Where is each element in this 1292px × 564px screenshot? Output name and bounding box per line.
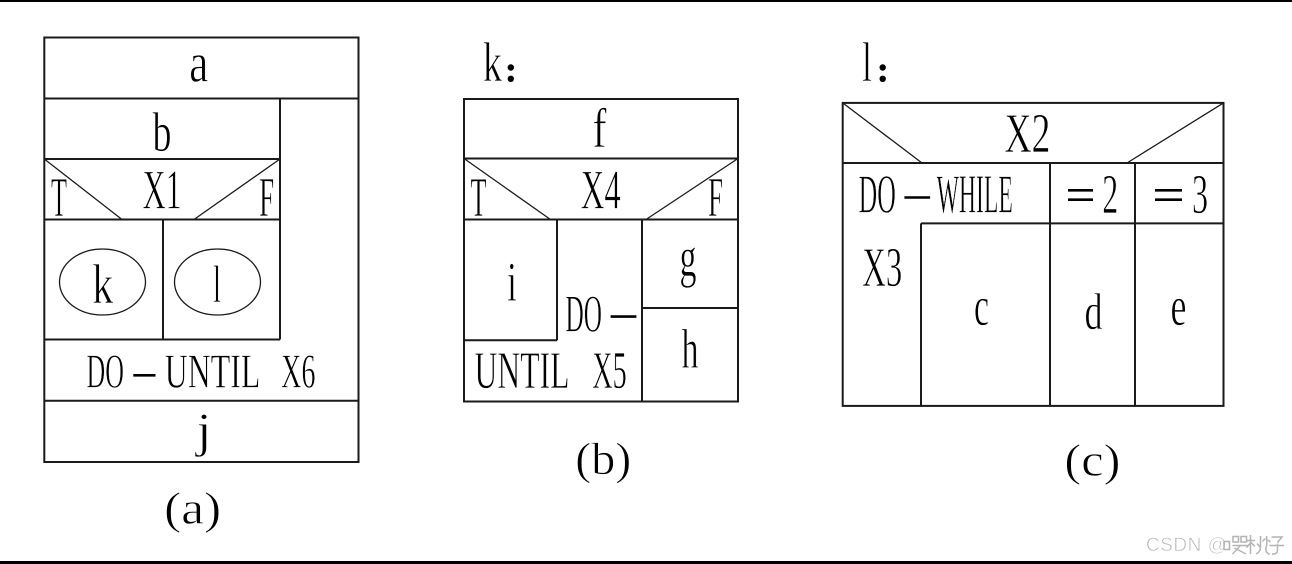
svg-text:X3: X3 (862, 237, 902, 299)
svg-text:i: i (507, 252, 517, 314)
svg-text:WHILE: WHILE (937, 164, 1013, 225)
svg-text:j: j (194, 403, 211, 458)
svg-text:DO: DO (566, 286, 603, 344)
svg-text:UNTIL: UNTIL (165, 344, 260, 399)
svg-text:X6: X6 (281, 344, 316, 399)
svg-text:DO: DO (859, 164, 896, 225)
svg-text:2: 2 (1102, 164, 1118, 226)
svg-text:c: c (974, 276, 989, 338)
svg-text:T: T (471, 167, 487, 229)
svg-text:d: d (1085, 284, 1103, 341)
svg-text:(a): (a) (164, 483, 221, 534)
svg-text:X1: X1 (143, 160, 182, 222)
svg-text:UNTIL: UNTIL (475, 342, 570, 400)
svg-text:T: T (51, 167, 67, 229)
svg-text:X5: X5 (592, 342, 627, 400)
svg-text:3: 3 (1192, 164, 1208, 226)
svg-text:(b): (b) (575, 433, 631, 484)
svg-text:k: k (92, 254, 113, 316)
svg-text:a: a (189, 32, 208, 94)
svg-text:CSDN @: CSDN @ (1146, 535, 1227, 556)
svg-text:h: h (682, 319, 699, 381)
svg-text:f: f (593, 98, 607, 160)
svg-text:X4: X4 (581, 160, 621, 222)
svg-text:F: F (259, 167, 274, 229)
svg-text:F: F (708, 167, 723, 229)
svg-text:l: l (213, 256, 221, 314)
svg-text:e: e (1171, 276, 1187, 338)
svg-text:(c): (c) (1064, 435, 1120, 486)
svg-text:g: g (680, 227, 697, 289)
svg-text:X2: X2 (1005, 103, 1051, 165)
svg-text:l: l (862, 32, 872, 94)
svg-text:b: b (153, 102, 172, 164)
svg-text:k: k (483, 32, 502, 94)
svg-text:DO: DO (87, 344, 125, 399)
